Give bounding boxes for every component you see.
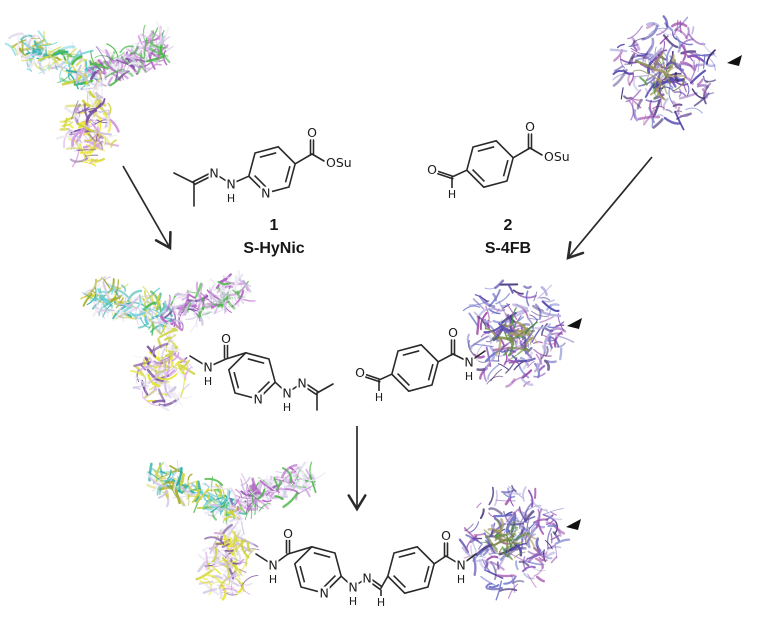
compound-1-number: 1 <box>270 217 279 234</box>
ribbon-cluster <box>259 461 326 509</box>
pyridine-n-label: N <box>254 392 263 407</box>
carbonyl-o-label: O <box>525 119 535 134</box>
ribbon-cluster <box>195 523 260 601</box>
antibody-unmodified <box>4 21 174 168</box>
amide-n-label: N <box>268 557 277 572</box>
hydrazide-n-label: N <box>282 385 291 400</box>
structure-conjugate-linker: N N H O N H N H O N H <box>255 524 477 611</box>
carbonyl-o-label: O <box>441 528 451 543</box>
antibody-hynic-modified <box>80 269 256 412</box>
amide-n-label: N <box>456 557 465 572</box>
osu-label: OSu <box>544 149 570 164</box>
hydrazone-h-label: H <box>349 595 357 608</box>
carbonyl-o-label: O <box>283 526 293 541</box>
ribbon-cluster <box>130 341 196 412</box>
ribbon-cluster <box>462 279 575 388</box>
ribbon-cluster <box>80 276 134 322</box>
nh-n-label: N <box>226 176 235 191</box>
structure-s-hynic: N N H N O OSu <box>173 123 354 207</box>
pyridine-n-label: N <box>320 586 329 601</box>
amide-n-label: N <box>464 354 473 369</box>
amide-h-label: H <box>465 370 473 383</box>
ribbon-cluster <box>123 21 174 75</box>
structure-4fb-protein: O H O N H <box>353 323 486 406</box>
ribbon-cluster <box>146 460 203 508</box>
hydrazone-ch-h-label: H <box>377 596 385 609</box>
aldehyde-o-label: O <box>355 365 365 380</box>
protein-in-conjugate <box>458 485 571 601</box>
structure-s-4fb: O OSu O H <box>425 117 572 203</box>
carbonyl-o-label: O <box>448 325 458 340</box>
antibody-in-conjugate <box>146 460 326 601</box>
ribbon-cluster <box>632 51 687 101</box>
hydrazide-h-label: H <box>283 401 291 414</box>
amide-h-label: H <box>269 573 277 586</box>
protein-4fb-modified <box>462 279 575 388</box>
protein-pointer-icon <box>567 318 582 329</box>
aldehyde-h-label: H <box>448 188 456 201</box>
compound-2-name: S-4FB <box>485 240 531 257</box>
ribbon-cluster <box>4 30 69 75</box>
aldehyde-h-label: H <box>375 391 383 404</box>
ribbon-cluster <box>609 15 717 131</box>
ribbon-cluster <box>158 281 218 333</box>
arrow-protein-to-4fb-product <box>566 156 653 260</box>
amide-h-label: H <box>457 573 465 586</box>
nh-h-label: H <box>227 192 235 205</box>
amide-n-label: N <box>203 359 212 374</box>
protein-pointer-icon <box>566 519 581 530</box>
aldehyde-o-label: O <box>427 162 437 177</box>
ribbon-cluster <box>481 518 537 561</box>
hydrazone-n2-label: N <box>362 570 371 585</box>
ribbon-cluster <box>86 42 148 87</box>
pyridine-n-label: N <box>261 186 270 201</box>
ribbon-cluster <box>484 307 538 360</box>
ribbon-cluster <box>55 91 120 168</box>
amide-h-label: H <box>204 375 212 388</box>
compound-1-name: S-HyNic <box>243 240 304 257</box>
carbonyl-o-label: O <box>307 125 317 140</box>
osu-label: OSu <box>326 155 352 170</box>
hydrazone-n-label: N <box>348 579 357 594</box>
compound-2-number: 2 <box>504 217 513 234</box>
imine-n-label: N <box>209 165 218 180</box>
ribbon-cluster <box>196 269 256 315</box>
arrow-antibody-to-hynic-product <box>122 165 172 251</box>
protein-pointer-icon <box>727 55 742 66</box>
structure-antibody-hynic: N N H O N H N <box>189 329 334 416</box>
protein-unmodified <box>609 15 717 131</box>
imine-n-label: N <box>297 375 306 390</box>
ribbon-cluster <box>156 321 179 367</box>
carbonyl-o-label: O <box>221 331 231 346</box>
